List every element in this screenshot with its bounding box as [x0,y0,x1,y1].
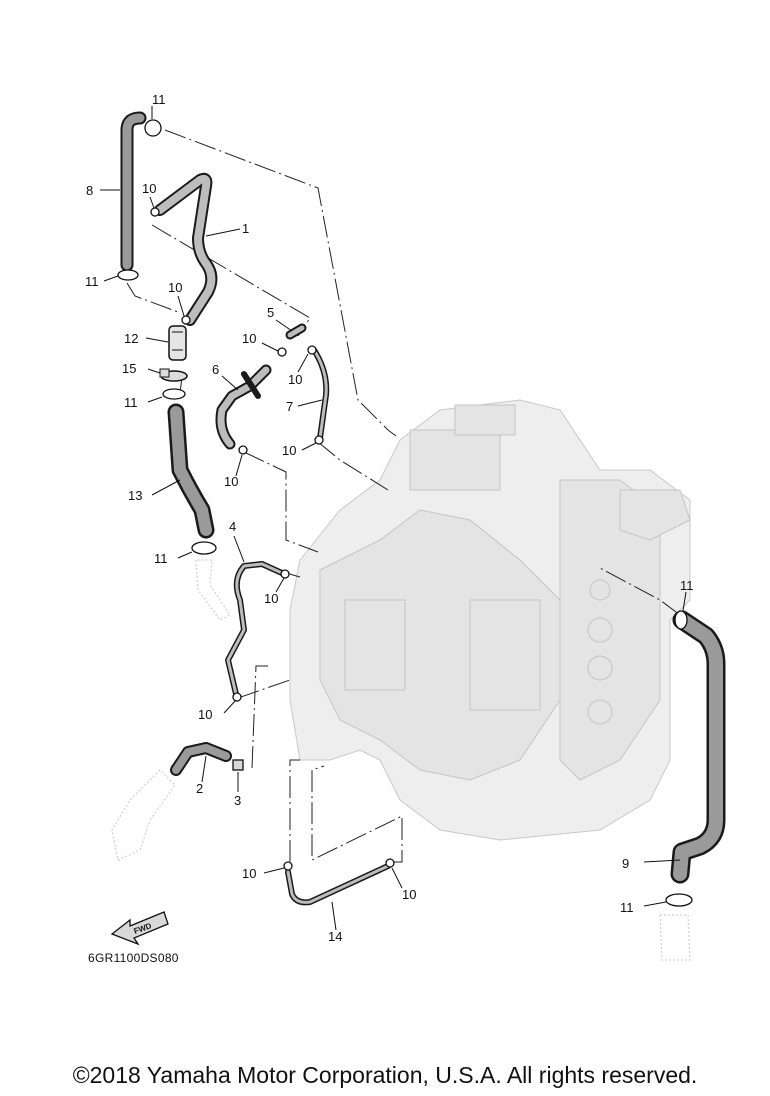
callout-5: 5 [267,305,274,320]
ghost-hose-ends [111,559,691,961]
callout-10: 10 [242,331,256,346]
callout-4: 4 [229,519,236,534]
clamp-11-hose13-bottom [191,541,217,555]
callout-11: 11 [124,395,138,410]
callout-9: 9 [622,856,629,871]
copyright-notice: ©2018 Yamaha Motor Corporation, U.S.A. A… [72,1062,698,1088]
clamp-10-c [277,347,287,357]
clamp-11-hose9-top [674,610,688,630]
clamp-15 [159,368,188,382]
callout-6: 6 [212,362,219,377]
callout-10: 10 [224,474,238,489]
clamp-10-a [150,207,160,217]
hose-9 [670,610,726,884]
clamp-10-b [181,315,191,325]
callout-11: 11 [620,900,634,915]
clamp-10-d [307,345,317,355]
callout-10: 10 [142,181,156,196]
clamp-10-g [280,569,290,579]
hose-14 [285,863,391,906]
clamp-11-top [144,119,162,137]
clamp-10-e [314,435,324,445]
callout-11: 11 [680,578,694,593]
callout-1: 1 [242,221,249,236]
callout-15: 15 [122,361,136,376]
hose-6 [215,364,272,450]
callout-10: 10 [282,443,296,458]
hose-4 [225,561,285,697]
callout-7: 7 [286,399,293,414]
callout-10: 10 [168,280,182,295]
callout-8: 8 [86,183,93,198]
callout-10: 10 [288,372,302,387]
hose-7 [311,347,330,441]
clamp-11-hose13-top [162,388,186,400]
joint-3 [232,759,244,771]
clamp-10-h [232,692,242,702]
callout-2: 2 [196,781,203,796]
callout-11: 11 [85,274,99,289]
hose-1 [154,172,218,326]
clamp-10-f [238,445,248,455]
hose-2 [170,742,232,776]
clamp-11-hose9-bottom [665,893,693,907]
hose-8 [120,111,147,272]
callout-11: 11 [152,92,166,107]
diagram-code: 6GR1100DS080 [88,951,179,965]
fwd-arrow-icon: FWD [110,911,169,946]
hose-13 [167,403,215,539]
callout-3: 3 [234,793,241,808]
clamp-10-i [283,861,293,871]
callout-10: 10 [264,591,278,606]
callout-13: 13 [128,488,142,503]
callout-11: 11 [154,551,168,566]
leader-lines [100,106,687,931]
callout-10: 10 [402,887,416,902]
callout-14: 14 [328,929,342,944]
engine-block [289,399,691,841]
callout-labels: 11 8 10 1 11 10 5 12 10 6 15 10 11 7 10 … [85,92,694,944]
hose-clamps [117,119,693,907]
pipe-12 [168,325,187,361]
callout-12: 12 [124,331,138,346]
joint-5 [285,323,307,340]
callout-10: 10 [242,866,256,881]
clamp-11-hose8-bottom [117,269,139,281]
callout-10: 10 [198,707,212,722]
clamp-10-j [385,858,395,868]
